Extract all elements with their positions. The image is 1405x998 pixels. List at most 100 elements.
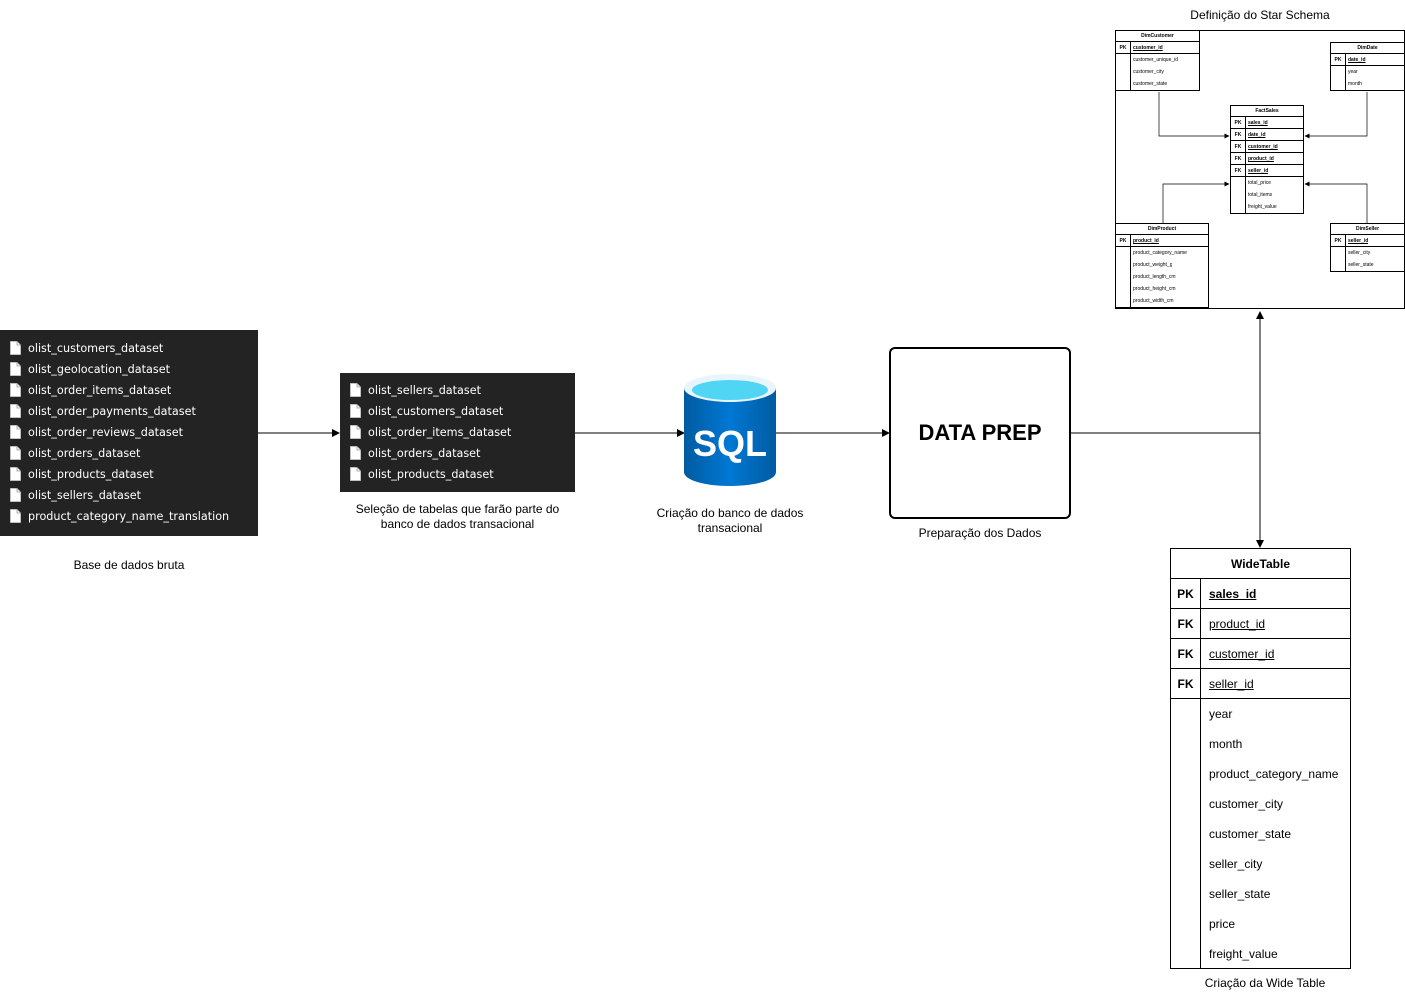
key-field: product_id xyxy=(1248,156,1274,162)
key-type: FK xyxy=(1231,165,1246,176)
file-label: product_category_name_translation xyxy=(28,509,230,523)
file-label: olist_orders_dataset xyxy=(368,446,481,460)
table-title: DimCustomer xyxy=(1116,31,1199,42)
field-name: seller_city xyxy=(1348,250,1371,256)
sql-caption: Criação do banco de dados transacional xyxy=(640,506,820,536)
file-label: olist_order_reviews_dataset xyxy=(28,425,184,439)
file-label: olist_order_items_dataset xyxy=(28,383,172,397)
file-label: olist_customers_dataset xyxy=(368,404,504,418)
file-item[interactable]: olist_products_dataset xyxy=(10,465,154,483)
wide-field-row: customer_city xyxy=(1171,789,1350,819)
file-item[interactable]: olist_orders_dataset xyxy=(10,444,140,462)
key-spacer xyxy=(1171,729,1201,759)
file-label: olist_order_items_dataset xyxy=(368,425,512,439)
wide-field-row: seller_city xyxy=(1171,849,1350,879)
field-row: customer_unique_id xyxy=(1116,54,1199,66)
file-item[interactable]: olist_order_payments_dataset xyxy=(10,402,196,420)
key-spacer xyxy=(1171,819,1201,849)
file-icon xyxy=(10,341,21,355)
field-name: product_category_name xyxy=(1133,250,1187,256)
file-item[interactable]: olist_sellers_dataset xyxy=(350,381,481,399)
data-prep-title: DATA PREP xyxy=(918,420,1042,445)
field-name: total_items xyxy=(1248,192,1273,198)
key-spacer xyxy=(1171,699,1201,729)
file-icon xyxy=(350,425,361,439)
file-label: olist_order_payments_dataset xyxy=(28,404,196,418)
file-item[interactable]: olist_order_items_dataset xyxy=(350,423,511,441)
key-spacer xyxy=(1171,759,1201,789)
key-field: date_id xyxy=(1348,57,1366,63)
field-row: seller_city xyxy=(1331,247,1404,259)
file-item[interactable]: olist_products_dataset xyxy=(350,465,494,483)
field-row: product_height_cm xyxy=(1116,283,1208,295)
file-item[interactable]: olist_customers_dataset xyxy=(350,402,503,420)
key-spacer xyxy=(1116,66,1131,78)
field-name: year xyxy=(1348,69,1358,75)
key-spacer xyxy=(1116,247,1131,259)
raw-data-caption: Base de dados bruta xyxy=(73,558,185,572)
file-icon xyxy=(10,509,21,523)
key-spacer xyxy=(1331,78,1346,90)
key-field: customer_id xyxy=(1209,647,1275,661)
file-label: olist_orders_dataset xyxy=(28,446,141,460)
key-field: seller_id xyxy=(1248,168,1269,174)
field-name: price xyxy=(1209,917,1236,931)
field-row: total_items xyxy=(1231,189,1303,201)
key-spacer xyxy=(1331,259,1346,271)
file-item[interactable]: olist_customers_dataset xyxy=(10,339,163,357)
sql-icon-text: SQL xyxy=(693,423,767,464)
selected-caption-line2: banco de dados transacional xyxy=(380,517,535,531)
key-type: FK xyxy=(1171,609,1201,638)
file-item[interactable]: olist_sellers_dataset xyxy=(10,486,141,504)
key-type: PK xyxy=(1331,54,1346,65)
field-row: product_width_cm xyxy=(1116,295,1208,307)
file-item[interactable]: olist_order_items_dataset xyxy=(10,381,171,399)
key-type: FK xyxy=(1171,639,1201,668)
file-item[interactable]: olist_geolocation_dataset xyxy=(10,360,170,378)
file-icon xyxy=(10,362,21,376)
field-name: month xyxy=(1348,81,1362,87)
key-field: date_id xyxy=(1248,132,1266,138)
wide-table-title: WideTable xyxy=(1171,549,1350,579)
key-type: PK xyxy=(1116,235,1131,246)
edge-date-to-fact xyxy=(1304,92,1368,139)
file-item[interactable]: olist_order_reviews_dataset xyxy=(10,423,183,441)
key-spacer xyxy=(1171,849,1201,879)
edge-product-to-fact xyxy=(1162,181,1230,223)
selected-tables-caption: Seleção de tabelas que farão parte do ba… xyxy=(337,502,578,532)
data-prep-box[interactable]: DATA PREP xyxy=(889,347,1071,519)
key-spacer xyxy=(1116,271,1131,283)
field-name: customer_state xyxy=(1209,827,1292,841)
file-label: olist_sellers_dataset xyxy=(28,488,142,502)
key-spacer xyxy=(1116,78,1131,90)
table-title: DimProduct xyxy=(1116,224,1208,235)
key-field: customer_id xyxy=(1133,45,1163,51)
field-row: year xyxy=(1331,66,1404,78)
field-name: customer_city xyxy=(1209,797,1284,811)
field-name: freight_value xyxy=(1209,947,1278,961)
field-name: product_weight_g xyxy=(1133,262,1173,268)
field-row: product_length_cm xyxy=(1116,271,1208,283)
file-item[interactable]: product_category_name_translation xyxy=(10,507,229,525)
file-icon xyxy=(350,404,361,418)
key-type: PK xyxy=(1231,117,1246,128)
file-label: olist_geolocation_dataset xyxy=(28,362,170,376)
table-title: DimSeller xyxy=(1331,224,1404,235)
file-item[interactable]: olist_orders_dataset xyxy=(350,444,480,462)
wide-field-row: year xyxy=(1171,699,1350,729)
field-row: total_price xyxy=(1231,177,1303,189)
wide-key-row: FK product_id xyxy=(1171,609,1350,639)
edge-customer-to-fact xyxy=(1158,92,1230,139)
key-field: product_id xyxy=(1209,617,1266,631)
key-type: PK xyxy=(1331,235,1346,246)
